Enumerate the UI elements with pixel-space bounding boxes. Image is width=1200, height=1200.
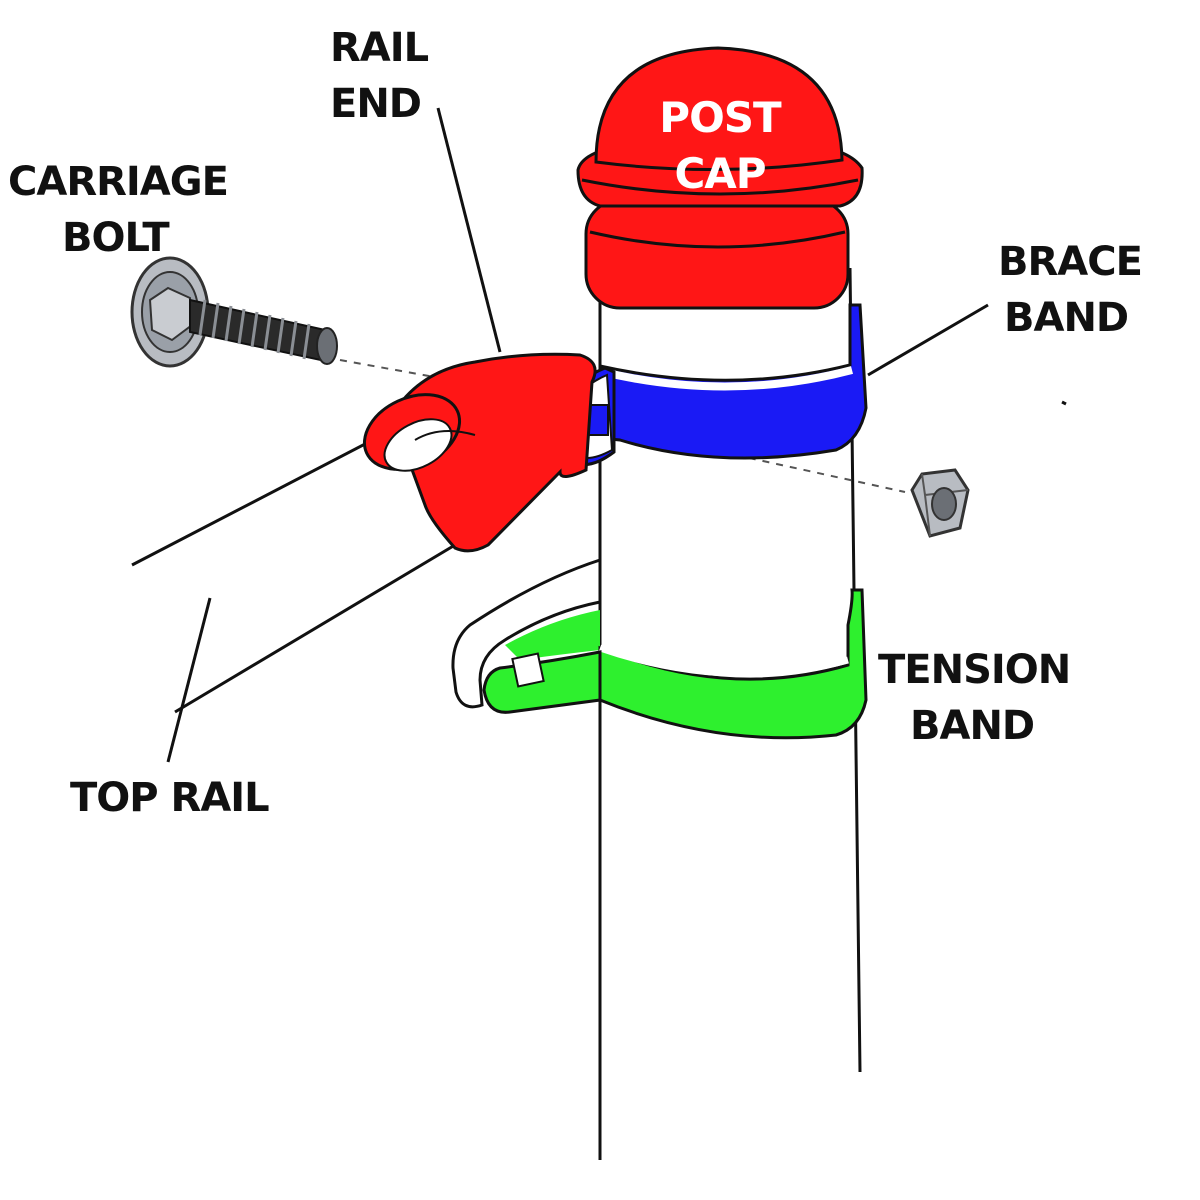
top-rail bbox=[131, 428, 456, 714]
label-carriage-bolt: CARRIAGE BOLT bbox=[8, 154, 229, 266]
label-rail-end-line2: END bbox=[330, 81, 422, 127]
label-brace-band: BRACE BAND bbox=[998, 234, 1143, 346]
label-tension-band-line2: BAND bbox=[910, 703, 1035, 749]
label-brace-band-line2: BAND bbox=[1004, 295, 1129, 341]
label-brace-band-line1: BRACE bbox=[998, 239, 1143, 285]
label-carriage-bolt-line2: BOLT bbox=[62, 215, 170, 261]
post-cap bbox=[576, 46, 864, 310]
brace-band-leader-tick bbox=[1061, 400, 1067, 406]
rail-end-leader bbox=[436, 107, 502, 353]
label-post-cap-line2: CAP bbox=[674, 149, 766, 198]
label-top-rail-line1: TOP RAIL bbox=[70, 775, 270, 821]
nut bbox=[910, 468, 970, 538]
tension-band bbox=[451, 557, 868, 740]
label-tension-band-line1: TENSION bbox=[878, 647, 1071, 693]
brace-band bbox=[564, 303, 868, 466]
brace-band-leader bbox=[867, 303, 989, 377]
label-top-rail: TOP RAIL bbox=[70, 770, 270, 826]
rail-end bbox=[362, 352, 597, 553]
label-rail-end: RAIL END bbox=[330, 20, 429, 132]
label-post-cap: POST CAP bbox=[630, 90, 810, 202]
carriage-bolt bbox=[130, 256, 338, 368]
leader-lines bbox=[166, 107, 1067, 763]
label-tension-band: TENSION BAND bbox=[878, 642, 1071, 754]
label-carriage-bolt-line1: CARRIAGE bbox=[8, 159, 229, 205]
label-rail-end-line1: RAIL bbox=[330, 25, 429, 71]
bolt-path bbox=[339, 359, 906, 493]
top-rail-leader bbox=[166, 597, 212, 763]
label-post-cap-line1: POST bbox=[659, 93, 781, 142]
